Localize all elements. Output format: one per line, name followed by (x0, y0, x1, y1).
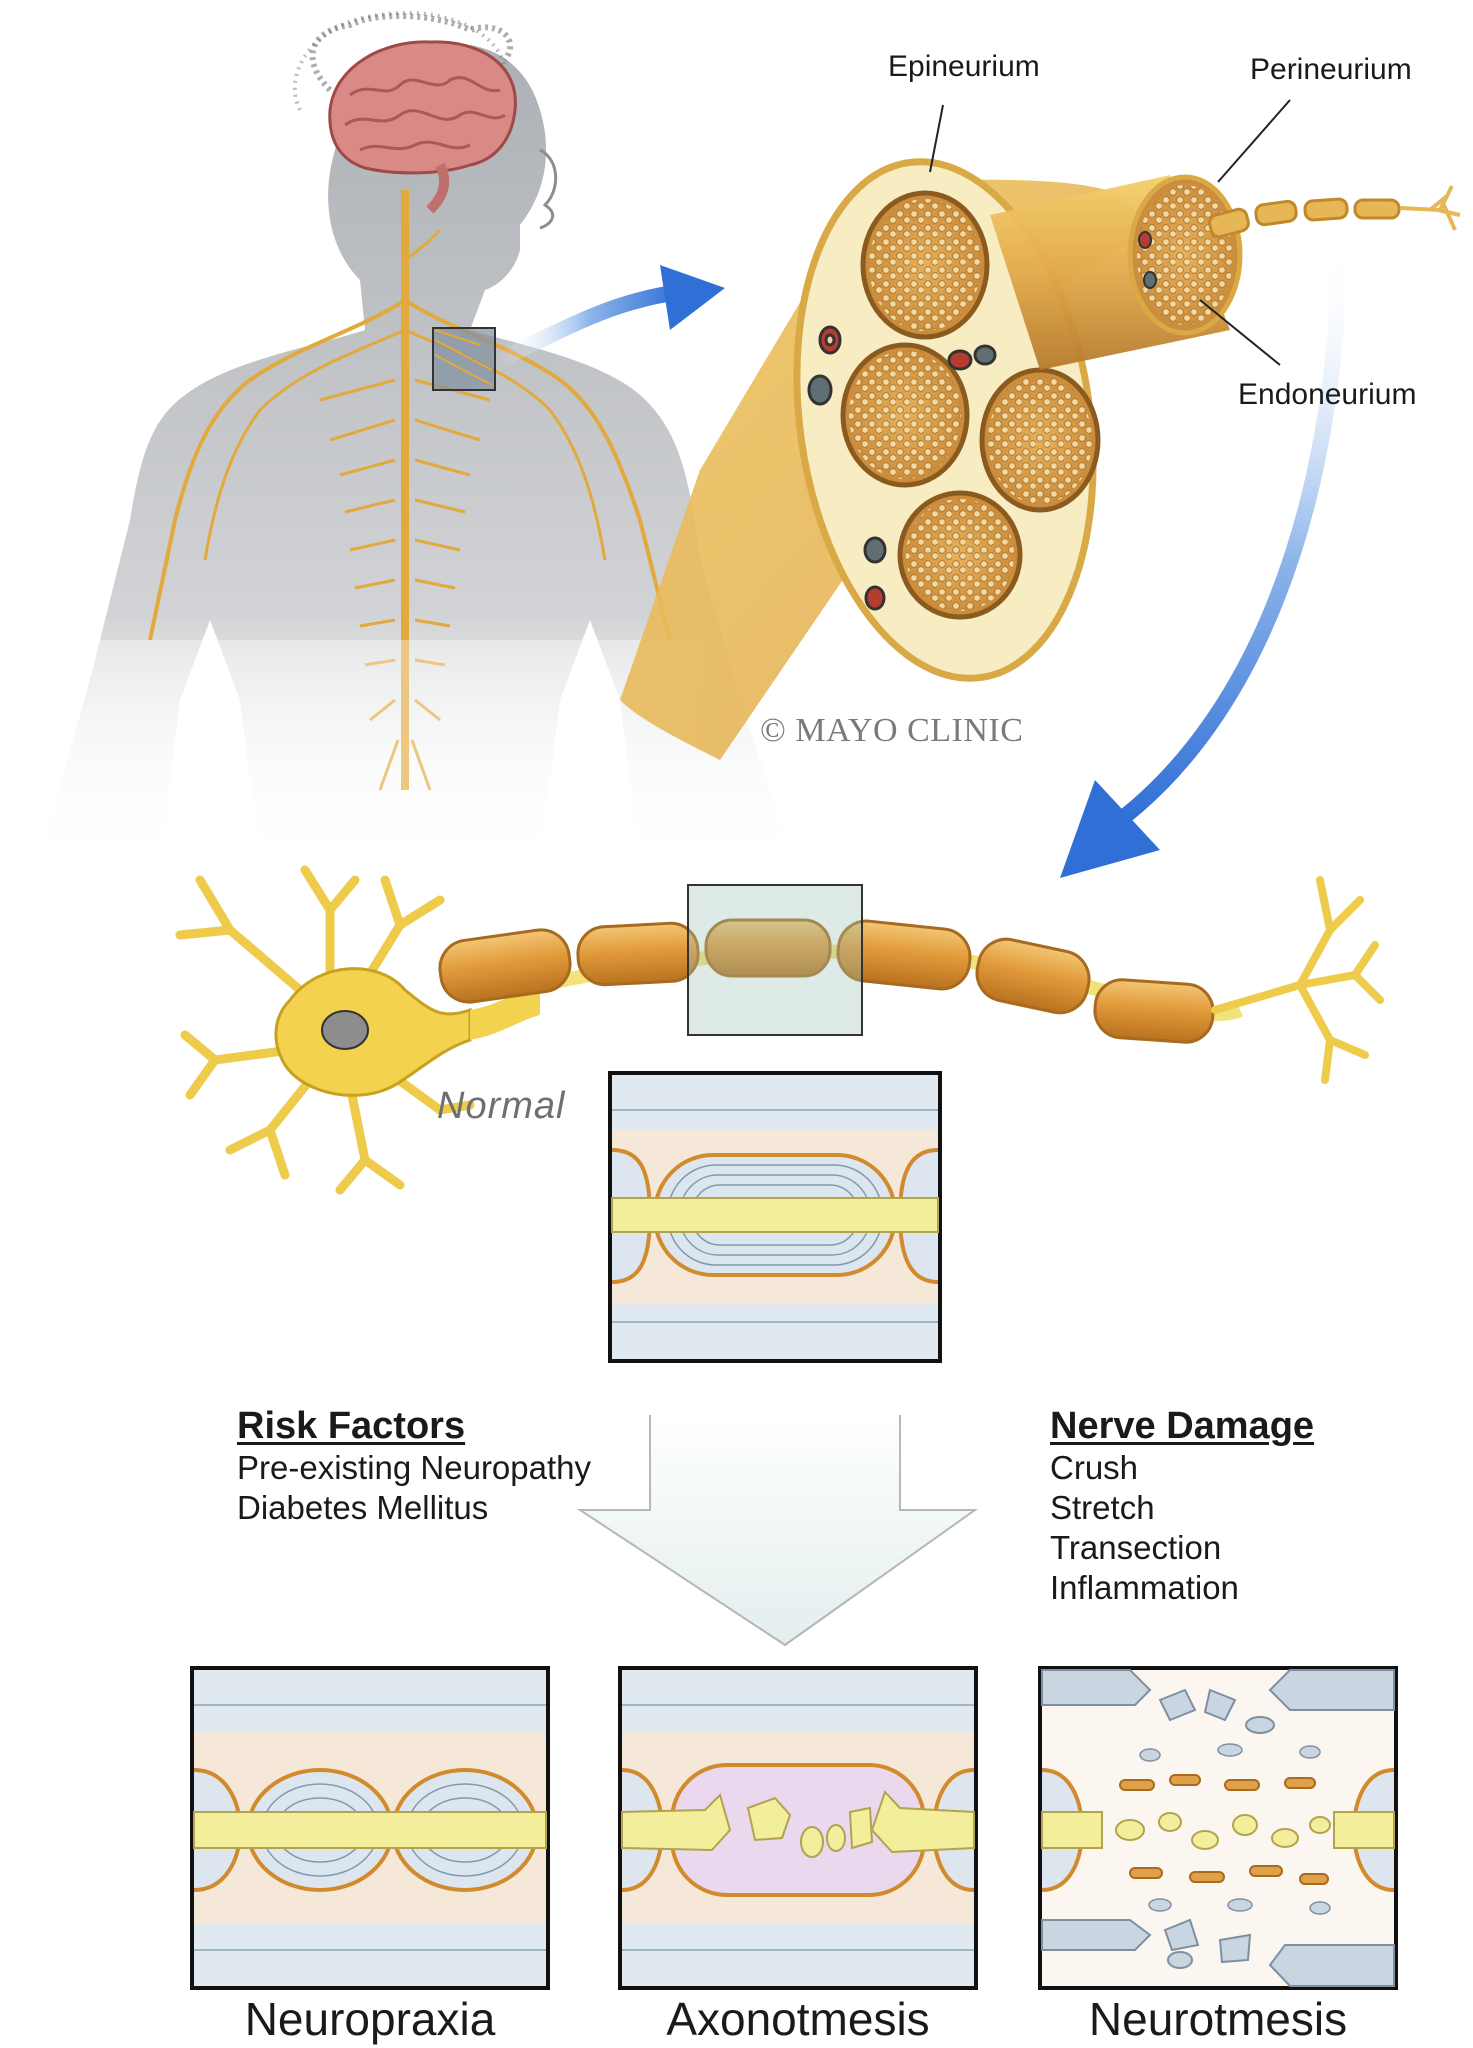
nerve-damage-item: Crush (1050, 1449, 1139, 1486)
myelin-segments (438, 918, 1215, 1044)
human-figure (40, 10, 790, 860)
nerve-damage-list: Nerve Damage Crush Stretch Transection I… (1050, 1405, 1314, 1608)
risk-factor-item: Diabetes Mellitus (237, 1489, 489, 1526)
debris-myelin (1119, 1774, 1329, 1885)
risk-factors-heading: Risk Factors (237, 1405, 466, 1447)
dendrites (175, 865, 475, 1195)
nerve-damage-heading: Nerve Damage (1050, 1405, 1315, 1447)
label-epineurium: Epineurium (888, 50, 1040, 83)
nerve-damage-item: Stretch (1050, 1489, 1155, 1526)
protruding-axon (1208, 197, 1401, 239)
label-leaders (929, 99, 1291, 366)
panel-neuropraxia (190, 1666, 550, 1990)
nerve-cross-section (620, 158, 1461, 760)
debris-axon (1115, 1812, 1331, 1850)
risk-factors-list: Risk Factors Pre-existing Neuropathy Dia… (237, 1405, 591, 1528)
panel-normal (608, 1071, 942, 1363)
nucleus (321, 1010, 369, 1050)
nerve-damage-item: Inflammation (1050, 1569, 1239, 1606)
fascicle-group (840, 190, 1101, 620)
panel-neurotmesis (1038, 1666, 1398, 1990)
caption-neuropraxia: Neuropraxia (244, 1993, 496, 2045)
big-down-arrow (576, 1415, 979, 1647)
arrow-to-neuron (1060, 244, 1348, 878)
label-normal: Normal (437, 1085, 566, 1127)
label-perineurium: Perineurium (1250, 53, 1412, 86)
caption-axonotmesis: Axonotmesis (666, 1993, 930, 2045)
caption-neurotmesis: Neurotmesis (1088, 1993, 1348, 2045)
nerve-damage-item: Transection (1050, 1529, 1222, 1566)
risk-factor-item: Pre-existing Neuropathy (237, 1449, 592, 1486)
axon-terminals (1211, 876, 1384, 1084)
zoom-box-node (687, 884, 863, 1036)
brain-illustration (328, 40, 517, 214)
panel-axonotmesis (618, 1666, 978, 1990)
arrow-to-cross-section (496, 265, 725, 368)
label-endoneurium: Endoneurium (1238, 378, 1417, 411)
blood-vessels (807, 325, 997, 611)
neuron-illustration (175, 865, 1384, 1195)
copyright-notice: © MAYO CLINIC (760, 712, 1024, 749)
